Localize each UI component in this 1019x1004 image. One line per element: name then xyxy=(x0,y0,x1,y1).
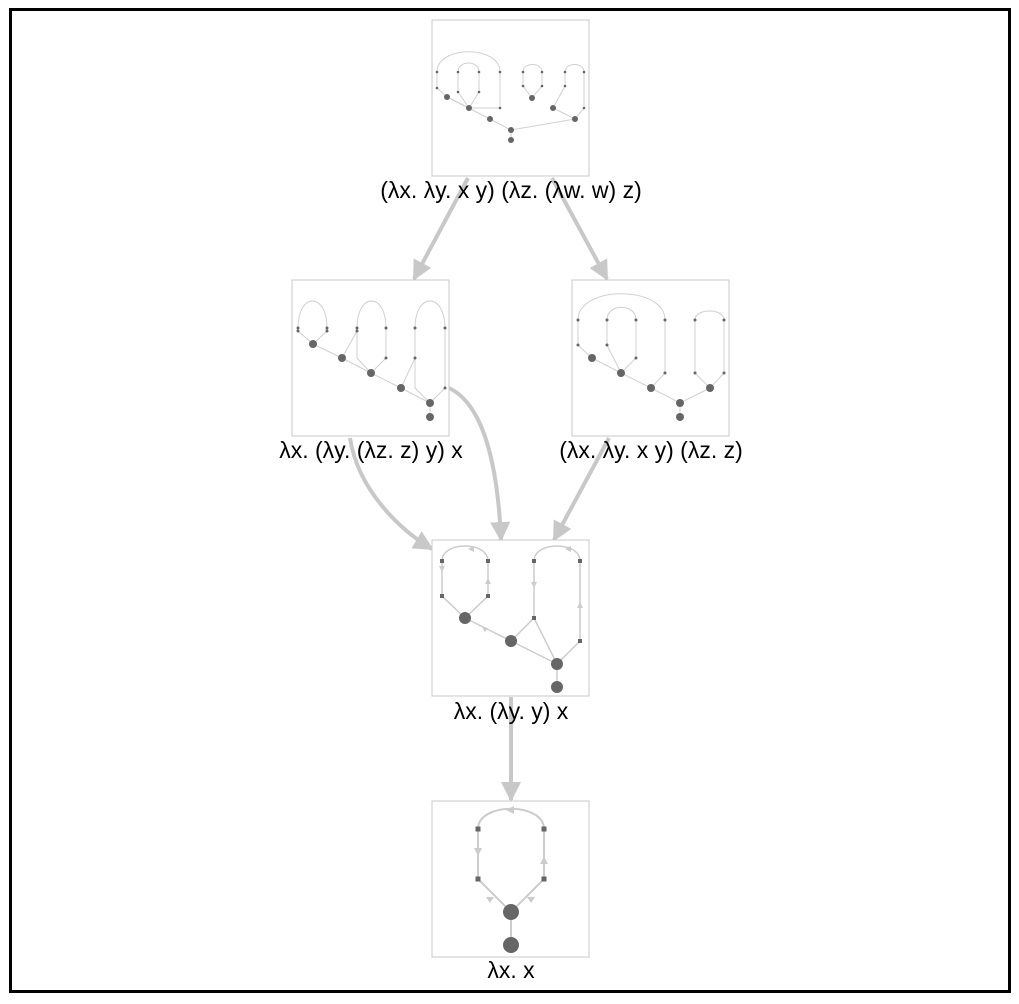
term-node-4: λx. (λy. y) x xyxy=(431,539,590,724)
edge-direction-markers xyxy=(439,546,583,632)
term-graph-vertices xyxy=(576,318,726,421)
term-node-5: λx. x xyxy=(431,800,590,983)
edge-n2-n4-left xyxy=(348,437,434,551)
term-label: λx. (λy. y) x xyxy=(454,698,569,724)
term-node-1: (λx. λy. x y) (λz. (λw. w) z) xyxy=(380,19,642,203)
term-graph-box xyxy=(431,539,590,697)
edge-n1-n2 xyxy=(412,177,470,281)
term-label: (λx. λy. x y) (λz. (λw. w) z) xyxy=(380,177,642,203)
edge-n3-n4 xyxy=(552,437,611,542)
term-graph-box xyxy=(291,279,450,437)
reduction-edges xyxy=(348,177,611,802)
term-graph-vertices xyxy=(296,326,447,421)
edge-n1-n3 xyxy=(550,177,609,281)
term-label: (λx. λy. x y) (λz. z) xyxy=(559,437,743,463)
term-graph-box xyxy=(571,279,730,437)
term-node-3: (λx. λy. x y) (λz. z) xyxy=(559,279,743,463)
term-node-2: λx. (λy. (λz. z) y) x xyxy=(279,279,463,463)
term-graph-vertices xyxy=(440,559,582,693)
edge-direction-markers xyxy=(474,806,548,903)
term-graph-box xyxy=(431,19,590,177)
term-label: λx. x xyxy=(487,957,535,983)
term-label: λx. (λy. (λz. z) y) x xyxy=(279,437,463,463)
term-graph-vertices xyxy=(475,826,547,953)
term-graph-vertices xyxy=(435,70,586,143)
edge-n2-n4-right xyxy=(448,386,511,542)
diagram-frame xyxy=(9,8,1011,993)
